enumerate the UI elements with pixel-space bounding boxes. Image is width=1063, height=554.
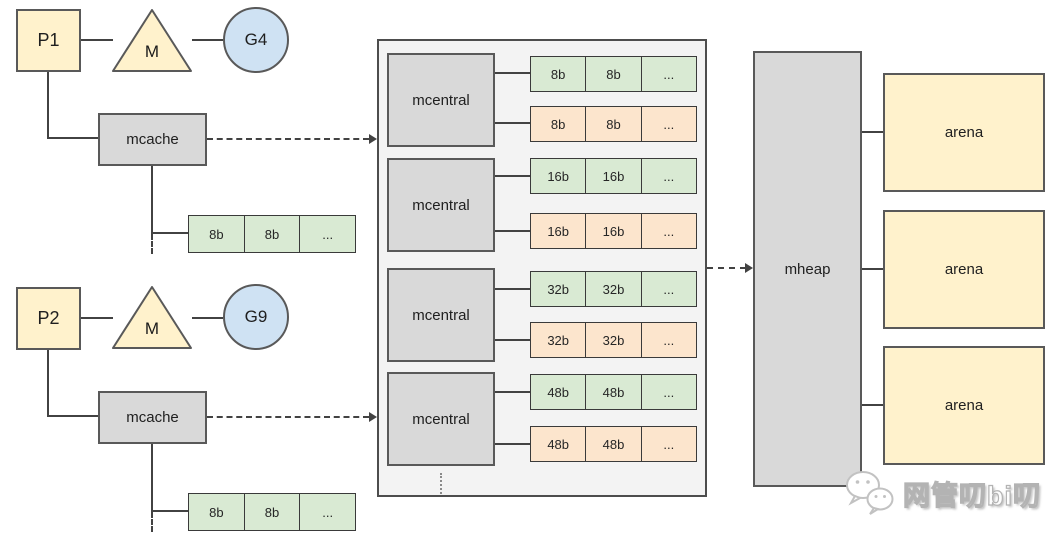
connector-to-mcache-2 xyxy=(47,415,98,417)
connector-m-g4 xyxy=(192,39,223,41)
arena-box-3: arena xyxy=(883,346,1045,465)
mcentral2-span-row-orange: 16b 16b ... xyxy=(530,213,697,249)
machine-triangle-2 xyxy=(112,286,192,349)
mcache1-span-row: 8b 8b ... xyxy=(188,215,356,253)
connector-mcentral4-green xyxy=(495,391,530,393)
span-cell: 8b xyxy=(189,216,244,252)
span-cell: ... xyxy=(640,159,696,193)
arrowhead-mcentral-mheap xyxy=(745,263,753,273)
span-cell: ... xyxy=(640,375,696,409)
machine-label-1: M xyxy=(144,42,160,61)
watermark: 网管叨bi叨 xyxy=(843,468,1041,518)
connector-to-mcache-1 xyxy=(47,137,98,139)
span-cell: 8b xyxy=(243,494,300,530)
processor-box-p2: P2 xyxy=(16,287,81,350)
span-cell: ... xyxy=(640,57,696,91)
mcentral1-span-row-green: 8b 8b ... xyxy=(530,56,697,92)
span-cell: 16b xyxy=(585,214,641,248)
mcentral-box-8b: mcentral xyxy=(387,53,495,147)
connector-p2-m xyxy=(81,317,113,319)
span-cell: 32b xyxy=(531,272,586,306)
mcentral3-span-row-orange: 32b 32b ... xyxy=(530,322,697,358)
span-cell: 8b xyxy=(531,57,586,91)
connector-m-g9 xyxy=(192,317,223,319)
connector-mcentral2-orange xyxy=(495,230,530,232)
span-cell: ... xyxy=(299,494,356,530)
connector-mheap-arena1 xyxy=(862,131,883,133)
connector-mcentral3-orange xyxy=(495,339,530,341)
mcentral4-span-row-green: 48b 48b ... xyxy=(530,374,697,410)
dashed-connector-mcache1-mcentral xyxy=(207,138,369,140)
connector-p1-m xyxy=(81,39,113,41)
span-cell: 16b xyxy=(531,159,586,193)
wechat-icon xyxy=(846,471,894,515)
arena-box-1: arena xyxy=(883,73,1045,192)
ellipsis-more-mcentral xyxy=(440,473,442,494)
dashed-connector-mcache2-mcentral xyxy=(207,416,369,418)
span-cell: 32b xyxy=(585,323,641,357)
connector-mcentral2-green xyxy=(495,175,530,177)
span-cell: 32b xyxy=(531,323,586,357)
span-cell: 48b xyxy=(531,427,586,461)
arrowhead-mcache2-mcentral xyxy=(369,412,377,422)
connector-to-span-2 xyxy=(151,510,188,512)
connector-mcentral3-green xyxy=(495,288,530,290)
span-cell: 16b xyxy=(531,214,586,248)
connector-p1-down xyxy=(47,72,49,139)
dashed-stub-2 xyxy=(151,512,153,532)
mcache-box-2: mcache xyxy=(98,391,207,444)
mcentral-box-32b: mcentral xyxy=(387,268,495,362)
connector-p2-down xyxy=(47,350,49,416)
mheap-box: mheap xyxy=(753,51,862,487)
span-cell: 8b xyxy=(585,57,641,91)
span-cell: 32b xyxy=(585,272,641,306)
machine-label-2: M xyxy=(144,319,160,338)
connector-mcentral1-green xyxy=(495,72,530,74)
goroutine-circle-g4: G4 xyxy=(223,7,289,73)
mcentral4-span-row-orange: 48b 48b ... xyxy=(530,426,697,462)
connector-mheap-arena2 xyxy=(862,268,883,270)
mcentral3-span-row-green: 32b 32b ... xyxy=(530,271,697,307)
dashed-connector-mcentral-mheap xyxy=(707,267,746,269)
mcentral-box-16b: mcentral xyxy=(387,158,495,252)
connector-to-span-1 xyxy=(151,232,188,234)
connector-mheap-arena3 xyxy=(862,404,883,406)
processor-box-p1: P1 xyxy=(16,9,81,72)
span-cell: ... xyxy=(640,214,696,248)
watermark-text: 网管叨bi叨 xyxy=(902,480,1041,511)
span-cell: 8b xyxy=(585,107,641,141)
span-cell: 16b xyxy=(585,159,641,193)
span-cell: ... xyxy=(640,427,696,461)
span-cell: 8b xyxy=(531,107,586,141)
mcache2-span-row: 8b 8b ... xyxy=(188,493,356,531)
connector-mcentral4-orange xyxy=(495,443,530,445)
mcache-box-1: mcache xyxy=(98,113,207,166)
mcentral2-span-row-green: 16b 16b ... xyxy=(530,158,697,194)
arrowhead-mcache1-mcentral xyxy=(369,134,377,144)
span-cell: ... xyxy=(640,272,696,306)
goroutine-circle-g9: G9 xyxy=(223,284,289,350)
machine-triangle-1 xyxy=(112,9,192,72)
dashed-stub-1 xyxy=(151,234,153,254)
span-cell: ... xyxy=(640,323,696,357)
arena-box-2: arena xyxy=(883,210,1045,329)
span-cell: ... xyxy=(299,216,356,252)
mcentral-box-48b: mcentral xyxy=(387,372,495,466)
span-cell: 48b xyxy=(531,375,586,409)
mcentral1-span-row-orange: 8b 8b ... xyxy=(530,106,697,142)
connector-mcache2-down xyxy=(151,444,153,511)
connector-mcache1-down xyxy=(151,166,153,234)
span-cell: 48b xyxy=(585,375,641,409)
span-cell: 8b xyxy=(189,494,244,530)
span-cell: 48b xyxy=(585,427,641,461)
span-cell: 8b xyxy=(243,216,300,252)
connector-mcentral1-orange xyxy=(495,122,530,124)
span-cell: ... xyxy=(640,107,696,141)
